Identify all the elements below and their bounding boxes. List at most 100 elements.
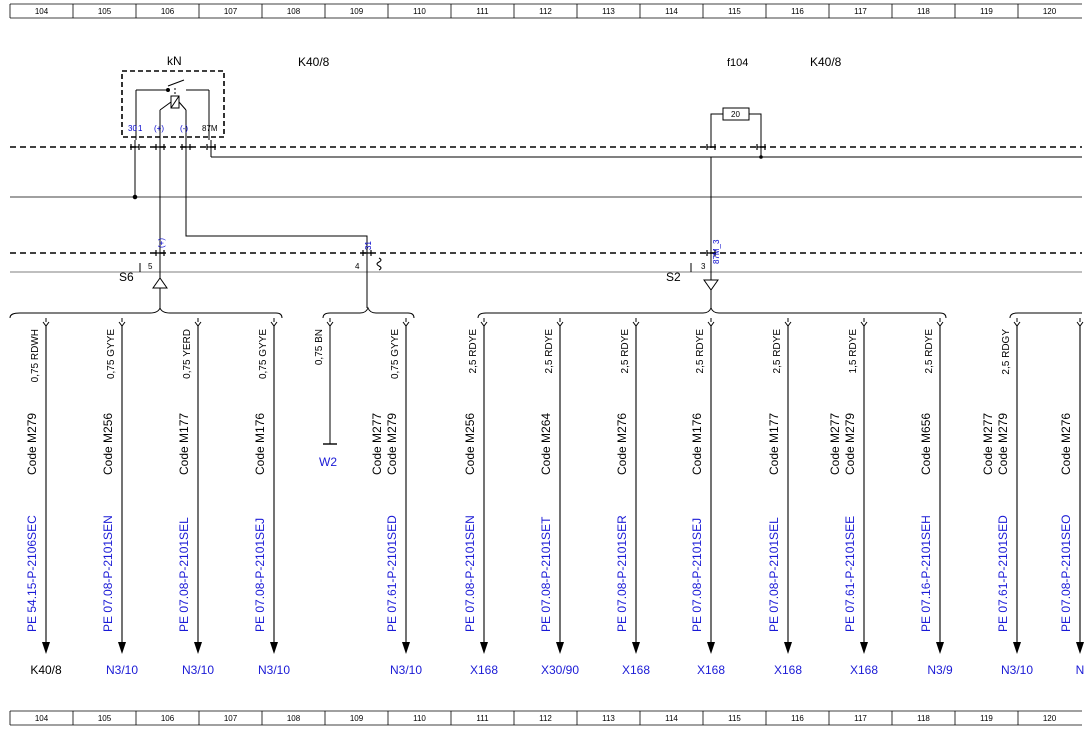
ruler-top-cell-119: 119 xyxy=(980,7,993,16)
ruler-bottom-cell-118: 118 xyxy=(917,714,930,723)
wire-label: 2,5 RDYE xyxy=(544,329,555,374)
code-label: Code M277 xyxy=(370,413,384,475)
wire-label: 2,5 RDGY xyxy=(1001,329,1012,375)
fuse-body xyxy=(722,107,750,121)
code-label: Code M176 xyxy=(253,413,267,475)
pe-link[interactable]: PE 07.08-P-2101SEL xyxy=(767,517,781,632)
fuse-rating: 20 xyxy=(731,110,740,119)
s6-label: S6 xyxy=(119,270,134,284)
pe-link[interactable]: PE 07.08-P-2101SEJ xyxy=(690,518,704,632)
pe-link[interactable]: PE 07.08-P-2101SEJ xyxy=(253,518,267,632)
pe-link[interactable]: PE 07.08-P-2101SEN xyxy=(101,515,115,632)
target-label[interactable]: N3/10 xyxy=(106,663,138,677)
wire-label: 0,75 GYYE xyxy=(106,329,117,379)
target-label[interactable]: N3/10 xyxy=(1001,663,1033,677)
target-label[interactable]: N xyxy=(1076,663,1085,677)
ruler-top-cell-118: 118 xyxy=(917,7,930,16)
ruler-bottom-cell-113: 113 xyxy=(602,714,615,723)
ruler-top-cell-113: 113 xyxy=(602,7,615,16)
code-label: Code M264 xyxy=(539,413,553,475)
code-label: Code M177 xyxy=(767,413,781,475)
target-label[interactable]: N3/9 xyxy=(927,663,953,677)
arrow-down-icon xyxy=(860,642,868,654)
code-label: Code M279 xyxy=(996,413,1010,475)
code-label: Code M656 xyxy=(919,413,933,475)
code-label: Code M177 xyxy=(177,413,191,475)
pin-30-sub: 1 xyxy=(138,124,143,133)
branch-13[interactable]: 2,5 RDYE Code M656 PE 07.16-P-2101SEH N3/9 xyxy=(919,318,953,677)
s6-pin-top: (+) xyxy=(157,238,166,248)
target-label[interactable]: K40/8 xyxy=(30,663,62,677)
splice-s2[interactable]: S2 87M_3 3 xyxy=(666,239,721,308)
target-label[interactable]: X168 xyxy=(470,663,498,677)
code-label: Code M256 xyxy=(101,413,115,475)
fuse-f104[interactable]: 20 xyxy=(710,107,763,159)
arrow-down-icon xyxy=(784,642,792,654)
pin-plus: (+) xyxy=(154,124,164,133)
target-label[interactable]: X168 xyxy=(850,663,878,677)
arrow-down-icon xyxy=(1076,642,1084,654)
pe-link[interactable]: PE 07.61-P-2101SED xyxy=(385,515,399,632)
plug-icon xyxy=(1076,318,1084,327)
pin-4: 4 xyxy=(355,262,360,271)
ruler-bottom-cell-106: 106 xyxy=(161,714,175,723)
ruler-top-cell-107: 107 xyxy=(224,7,238,16)
bus-lines xyxy=(10,146,1082,273)
wire-label: 2,5 RDYE xyxy=(695,329,706,374)
code-label: Code M277 xyxy=(828,413,842,475)
code-label: Code M277 xyxy=(981,413,995,475)
wire-label: 2,5 RDYE xyxy=(924,329,935,374)
pin-30: 30 xyxy=(128,124,137,133)
ruler-bottom-cell-109: 109 xyxy=(350,714,364,723)
pe-link[interactable]: PE 07.08-P-2101SEO xyxy=(1059,515,1073,632)
wire-label: 1,5 RDYE xyxy=(848,329,859,374)
ruler-bottom-cell-114: 114 xyxy=(665,714,678,723)
pe-link[interactable]: PE 54.15-P-2106SEC xyxy=(25,515,39,632)
ruler-bottom-cell-120: 120 xyxy=(1043,714,1057,723)
arrow-down-icon xyxy=(556,642,564,654)
ruler-top-cell-115: 115 xyxy=(728,7,741,16)
s2-triangle-icon xyxy=(703,279,719,291)
target-label[interactable]: X168 xyxy=(622,663,650,677)
pe-link[interactable]: PE 07.08-P-2101SEN xyxy=(463,515,477,632)
pe-link[interactable]: PE 07.08-P-2101SER xyxy=(615,515,629,632)
relay-kn[interactable]: kN 30 1 (+) (-) 87M xyxy=(121,54,225,140)
ruler-bottom-cell-112: 112 xyxy=(539,714,552,723)
target-label[interactable]: X168 xyxy=(774,663,802,677)
ruler-bottom-cell-115: 115 xyxy=(728,714,741,723)
pin-31: 31 xyxy=(364,241,373,250)
branch-2[interactable]: 0,75 GYYE Code M256 PE 07.08-P-2101SEN N3/1… xyxy=(101,318,138,677)
branch-8[interactable]: 2,5 RDYE Code M264 PE 07.08-P-2101SET X30/9… xyxy=(539,318,579,677)
splice-s6[interactable]: S6 (+) 5 xyxy=(119,238,168,308)
target-label[interactable]: N3/10 xyxy=(182,663,214,677)
target-label[interactable]: N3/10 xyxy=(258,663,290,677)
pe-link[interactable]: PE 07.16-P-2101SEH xyxy=(919,515,933,632)
ruler-bottom-cell-116: 116 xyxy=(791,714,804,723)
pe-link[interactable]: PE 07.08-P-2101SET xyxy=(539,516,553,632)
arrow-down-icon xyxy=(707,642,715,654)
target-label[interactable]: N3/10 xyxy=(390,663,422,677)
target-label[interactable]: X30/90 xyxy=(541,663,579,677)
code-label: Code M279 xyxy=(385,413,399,475)
target-label[interactable]: X168 xyxy=(697,663,725,677)
pe-link[interactable]: PE 07.08-P-2101SEL xyxy=(177,517,191,632)
ground-w2[interactable]: W2 xyxy=(319,326,337,469)
plug-icon xyxy=(1013,318,1021,327)
w2-label: W2 xyxy=(319,455,337,469)
pe-link[interactable]: PE 07.61-P-2101SEE xyxy=(843,516,857,632)
pe-link[interactable]: PE 07.61-P-2101SED xyxy=(996,515,1010,632)
